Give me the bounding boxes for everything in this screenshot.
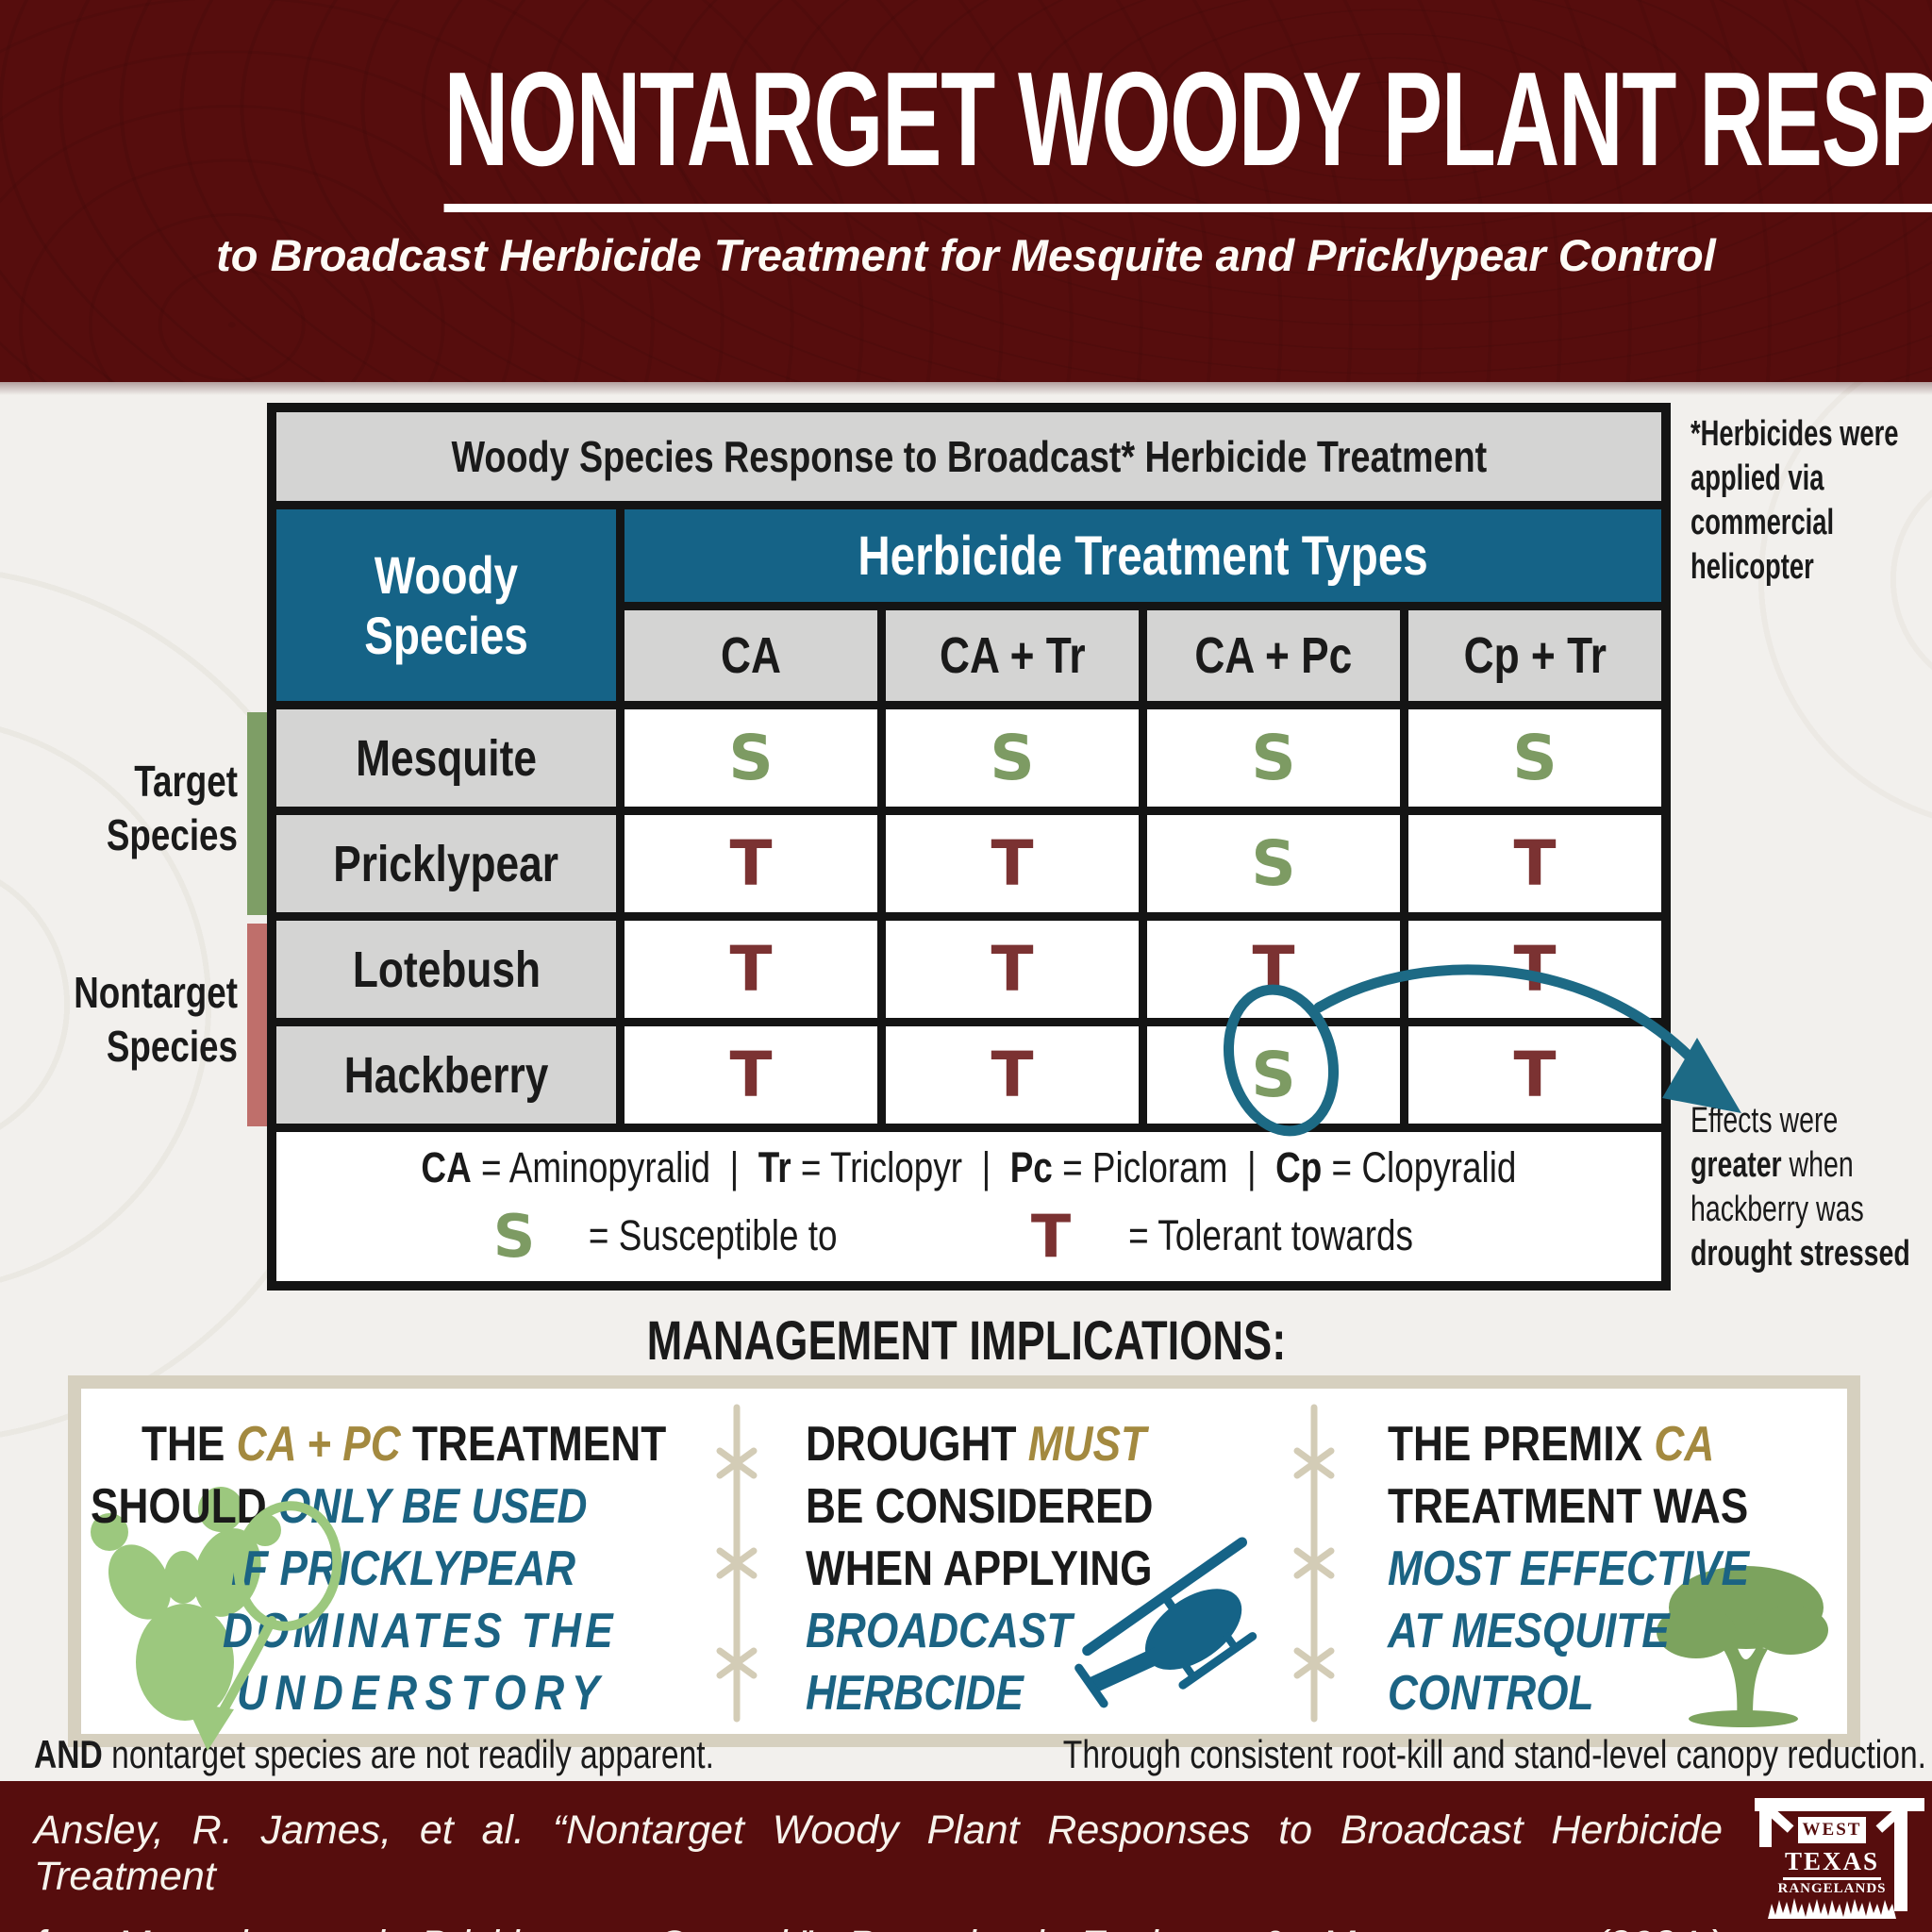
grass-icon <box>1768 1898 1896 1919</box>
column-header-ca-pc: CA + Pc <box>1147 610 1400 701</box>
species-cell-mesquite: Mesquite <box>276 709 616 807</box>
implication-premix-ca: THE PREMIX CA TREATMENT WAS MOST EFFECTI… <box>1388 1417 1750 1721</box>
barbed-wire-divider <box>716 1404 758 1723</box>
footer-band: Ansley, R. James, et al. “Nontarget Wood… <box>0 1781 1932 1932</box>
response-cell: T <box>1408 921 1661 1018</box>
citation-line-1: Ansley, R. James, et al. “Nontarget Wood… <box>34 1807 1723 1899</box>
table-legend: CA = Aminopyralid | Tr = Triclopyr | Pc … <box>276 1132 1661 1281</box>
logo-west-plaque: WEST <box>1798 1817 1866 1843</box>
species-column-header: Woody Species <box>276 509 616 701</box>
helicopter-icon <box>1074 1537 1257 1708</box>
implication-drought: DROUGHT MUST BE CONSIDERED WHEN APPLYING… <box>806 1417 1154 1721</box>
response-cell: T <box>625 815 877 912</box>
implications-panel: THE CA + PC TREATMENT SHOULD ONLY BE USE… <box>68 1375 1860 1747</box>
management-implications-heading: MANAGEMENT IMPLICATIONS: <box>646 1310 1286 1372</box>
citation-line-2: for Mesquite and Pricklypear Control.” R… <box>34 1923 1723 1932</box>
response-cell: T <box>886 921 1139 1018</box>
target-group-bar <box>247 712 267 915</box>
note-nontarget-apparent: AND nontarget species are not readily ap… <box>34 1732 714 1776</box>
species-cell-hackberry: Hackberry <box>276 1026 616 1124</box>
response-cell: S <box>886 709 1139 807</box>
response-cell: T <box>1408 815 1661 912</box>
barbed-wire-divider <box>1293 1404 1335 1723</box>
note-root-kill: Through consistent root-kill and stand-l… <box>1062 1732 1926 1776</box>
title-wrap: NONTARGET WOODY PLANT RESPONSES <box>0 49 1932 212</box>
target-species-label: Target Species <box>106 757 238 859</box>
response-cell: S <box>1408 709 1661 807</box>
citation: Ansley, R. James, et al. “Nontarget Wood… <box>34 1807 1723 1932</box>
page-subtitle: to Broadcast Herbicide Treatment for Mes… <box>216 230 1716 280</box>
response-cell: T <box>625 1026 877 1124</box>
response-cell: T <box>1147 921 1400 1018</box>
response-cell: T <box>625 921 877 1018</box>
logo-post-left <box>1759 1798 1772 1847</box>
species-cell-pricklypear: Pricklypear <box>276 815 616 912</box>
header-band: NONTARGET WOODY PLANT RESPONSES to Broad… <box>0 0 1932 395</box>
column-header-ca-tr: CA + Tr <box>886 610 1139 701</box>
tolerant-symbol: T <box>1030 1201 1072 1271</box>
nontarget-species-label: Nontarget Species <box>74 968 239 1071</box>
ranch-sign-logo: WEST TEXAS RANGELANDS <box>1755 1794 1924 1919</box>
response-cell: S <box>625 709 877 807</box>
response-table: Woody Species Response to Broadcast* Her… <box>267 403 1671 1291</box>
response-cell: T <box>886 1026 1139 1124</box>
logo-post-right <box>1894 1798 1907 1911</box>
column-header-cp-tr: Cp + Tr <box>1408 610 1661 701</box>
legend-abbreviations: CA = Aminopyralid | Tr = Triclopyr | Pc … <box>421 1142 1517 1191</box>
logo-beam <box>1755 1798 1924 1811</box>
tree-icon <box>1657 1566 1828 1727</box>
table-caption: Woody Species Response to Broadcast* Her… <box>276 412 1661 501</box>
response-cell: S <box>1147 709 1400 807</box>
response-cell: T <box>886 815 1139 912</box>
implication-ca-pc: THE CA + PC TREATMENT SHOULD ONLY BE USE… <box>91 1417 667 1721</box>
asterisk-footnote: *Herbicides were applied via commercial … <box>1690 414 1899 587</box>
effects-annotation: Effects were greater when hackberry was … <box>1690 1101 1910 1274</box>
column-header-ca: CA <box>625 610 877 701</box>
legend-symbols: S = Susceptible to T = Tolerant towards <box>492 1201 1414 1271</box>
page-title: NONTARGET WOODY PLANT RESPONSES <box>443 49 1932 212</box>
species-cell-lotebush: Lotebush <box>276 921 616 1018</box>
logo-rangelands-text: RANGELANDS <box>1777 1881 1887 1896</box>
response-cell: S <box>1147 815 1400 912</box>
nontarget-group-bar <box>247 924 267 1126</box>
logo-texas-text: TEXAS <box>1783 1847 1881 1880</box>
response-cell: T <box>1408 1026 1661 1124</box>
susceptible-symbol: S <box>492 1201 536 1271</box>
treatments-header: Herbicide Treatment Types <box>625 509 1661 602</box>
response-cell-hackberry-circled: S <box>1147 1026 1400 1124</box>
